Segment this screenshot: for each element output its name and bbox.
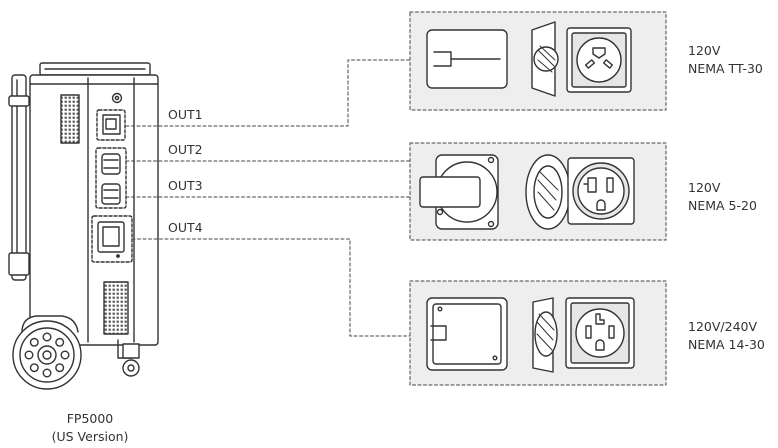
out1-port xyxy=(96,109,126,141)
spec-14-30: 120V/240V NEMA 14-30 xyxy=(688,318,765,354)
leader-out4 xyxy=(131,238,411,337)
device-name: FP5000 xyxy=(66,411,114,426)
spec-tt30-standard: NEMA TT-30 xyxy=(688,61,763,76)
spec-5-20: 120V NEMA 5-20 xyxy=(688,179,757,215)
device-variant: (US Version) xyxy=(51,429,129,444)
spec-tt30: 120V NEMA TT-30 xyxy=(688,42,763,78)
spec-14-30-voltage: 120V/240V xyxy=(688,319,758,334)
wheel xyxy=(12,315,82,390)
port-label-out1: OUT1 xyxy=(168,107,203,122)
device-caption: FP5000 (US Version) xyxy=(30,410,150,446)
vent-upper xyxy=(60,94,80,144)
panel-nema-14-30 xyxy=(409,280,667,386)
panel-nema-5-20 xyxy=(409,142,667,241)
port-label-out3: OUT3 xyxy=(168,178,203,193)
spec-5-20-standard: NEMA 5-20 xyxy=(688,198,757,213)
out2-out3-ports xyxy=(95,147,127,209)
vent-lower xyxy=(103,281,129,335)
spec-tt30-voltage: 120V xyxy=(688,43,721,58)
out4-port xyxy=(91,215,133,263)
leader-lines xyxy=(125,59,411,337)
leader-out1 xyxy=(125,59,411,127)
spec-14-30-standard: NEMA 14-30 xyxy=(688,337,765,352)
port-label-out4: OUT4 xyxy=(168,220,203,235)
power-station-illustration xyxy=(8,62,159,390)
port-label-out2: OUT2 xyxy=(168,142,203,157)
panel-nema-tt30 xyxy=(409,11,667,111)
spec-5-20-voltage: 120V xyxy=(688,180,721,195)
